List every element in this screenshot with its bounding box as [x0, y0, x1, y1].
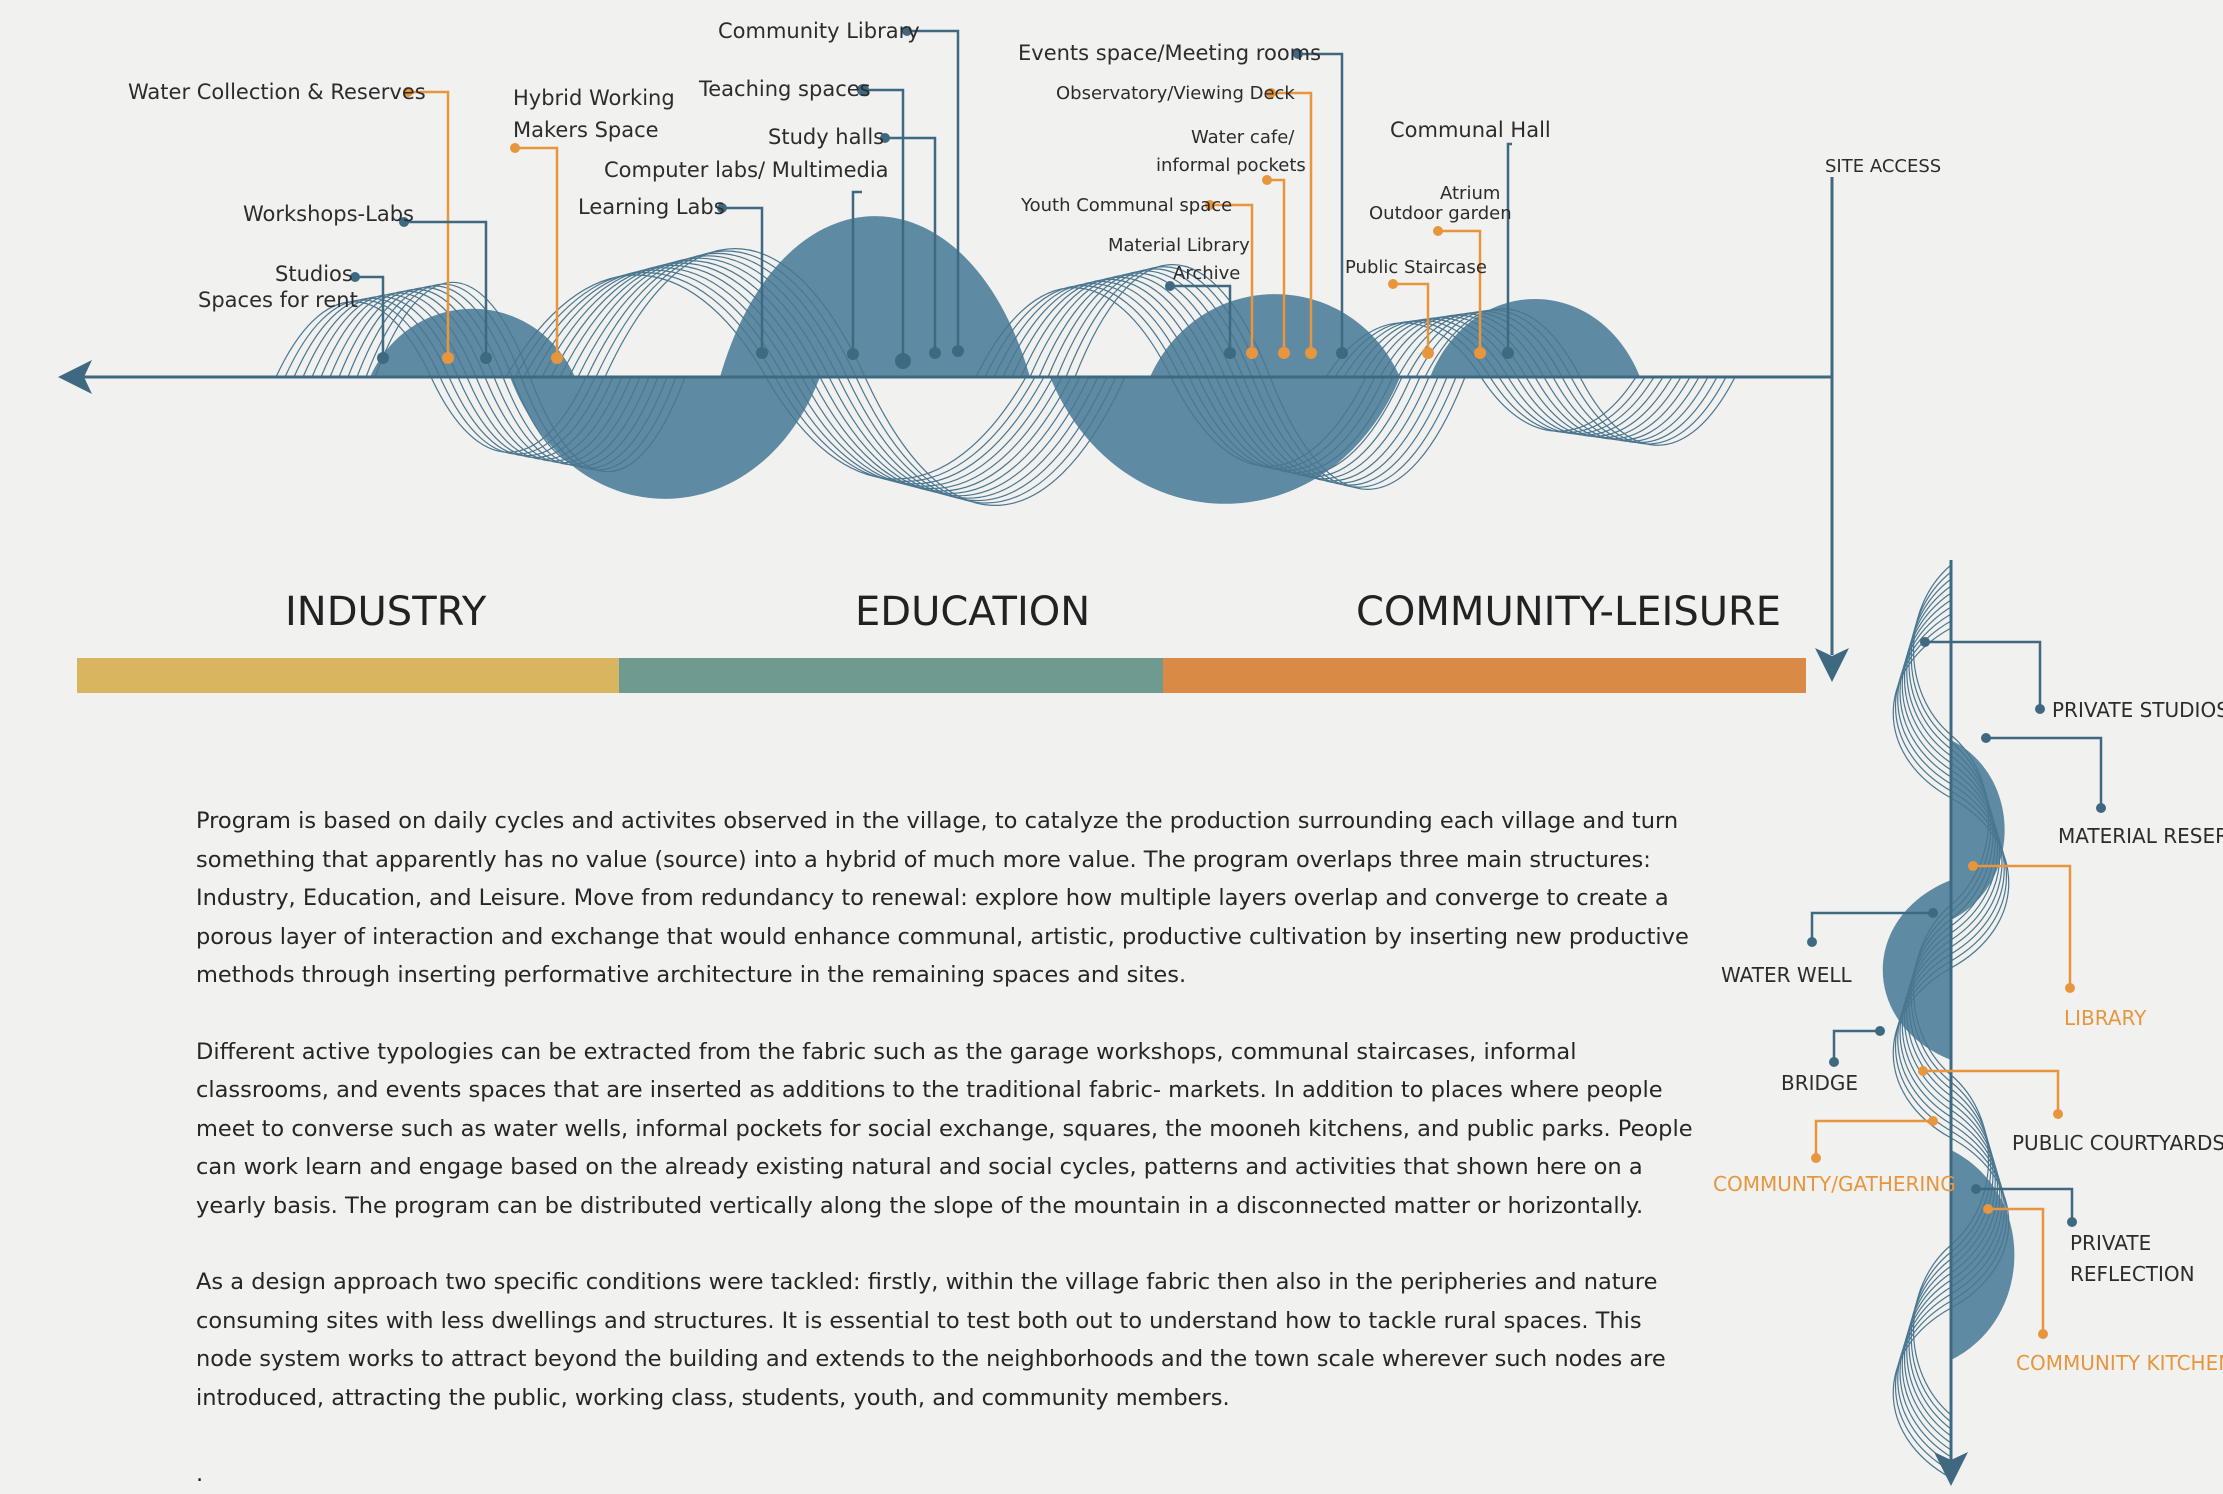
label-material-reserve: MATERIAL RESERVE: [2058, 824, 2223, 848]
vertical-strand: [1897, 613, 2005, 1465]
label-hybrid-working: Hybrid Working: [513, 86, 675, 110]
label-private-reflection-2: REFLECTION: [2070, 1262, 2195, 1286]
vertical-wave: [1882, 560, 2015, 1486]
vertical-leaders: [1807, 637, 2106, 1339]
label-public-staircase: Public Staircase: [1345, 257, 1487, 278]
section-community-leisure: COMMUNITY-LEISURE: [1356, 589, 1781, 635]
program-color-bar: [77, 658, 1806, 693]
label-atrium: Atrium: [1440, 183, 1500, 204]
label-learning-labs: Learning Labs: [578, 195, 725, 219]
label-study-halls: Study halls: [768, 125, 884, 149]
vertical-strand: [1901, 599, 2001, 1451]
vertical-arrow-icon: [1934, 1452, 1968, 1486]
label-studios: Studios: [275, 262, 353, 286]
bar-community: [1163, 658, 1806, 693]
label-water-collection: Water Collection & Reserves: [128, 80, 426, 104]
label-library: LIBRARY: [2064, 1006, 2147, 1030]
label-water-well: WATER WELL: [1721, 963, 1852, 987]
section-titles: INDUSTRY EDUCATION COMMUNITY-LEISURE: [285, 589, 1781, 635]
site-access-arrow-icon: [1815, 648, 1849, 682]
label-makers-space: Makers Space: [513, 118, 659, 142]
section-education: EDUCATION: [855, 589, 1090, 635]
label-private-reflection-1: PRIVATE: [2070, 1231, 2151, 1255]
label-water-cafe: Water cafe/: [1191, 127, 1295, 148]
vertical-strand: [1899, 606, 2003, 1458]
vertical-labels: PRIVATE STUDIOS MATERIAL RESERVE LIBRARY…: [1713, 698, 2223, 1375]
horizontal-leaders: [350, 26, 1514, 369]
label-community-gathering: COMMUNTY/GATHERING: [1713, 1172, 1956, 1196]
axis-arrow-left-icon: [58, 360, 92, 394]
label-observatory: Observatory/Viewing Deck: [1056, 83, 1295, 104]
vertical-strand: [1892, 627, 2010, 1479]
label-private-studios: PRIVATE STUDIOS: [2052, 698, 2223, 722]
description-text: Program is based on daily cycles and act…: [196, 802, 1696, 1494]
label-community-kitchen: COMMUNITY KITCHEN: [2016, 1351, 2223, 1375]
label-public-courtyards: PUBLIC COURTYARDS: [2012, 1131, 2223, 1155]
wave-lobe-fill: [510, 377, 820, 499]
vertical-strand: [1903, 592, 1999, 1444]
label-workshops-labs: Workshops-Labs: [243, 202, 414, 226]
label-youth-communal: Youth Communal space: [1020, 195, 1232, 216]
label-informal-pockets: informal pockets: [1156, 155, 1306, 176]
horizontal-labels: Water Collection & Reserves Hybrid Worki…: [128, 19, 1941, 312]
label-communal-hall: Communal Hall: [1390, 118, 1551, 142]
wave-lobe-fill: [1150, 294, 1400, 377]
paragraph-3: As a design approach two specific condit…: [196, 1269, 1666, 1411]
vertical-strand: [1894, 620, 2008, 1472]
vertical-strand: [1906, 585, 1996, 1437]
label-spaces-for-rent: Spaces for rent: [198, 288, 358, 312]
section-industry: INDUSTRY: [285, 589, 487, 635]
bar-education: [619, 658, 1163, 693]
label-bridge: BRIDGE: [1781, 1071, 1858, 1095]
wave-lobe-fill: [1050, 377, 1400, 504]
trailing-mark: .: [196, 1461, 204, 1487]
vertical-strand: [1913, 564, 1989, 1416]
label-events-space: Events space/Meeting rooms: [1018, 41, 1321, 65]
label-outdoor-garden: Outdoor garden: [1369, 203, 1512, 224]
label-computer-labs: Computer labs/ Multimedia: [604, 158, 889, 182]
label-material-library: Material Library: [1108, 235, 1250, 256]
label-community-library: Community Library: [718, 19, 920, 43]
label-archive: Archive: [1173, 263, 1240, 284]
vertical-lobe-fill: [1951, 1150, 2015, 1360]
horizontal-wave: [58, 177, 1849, 682]
vertical-lobe-fill: [1951, 740, 2005, 920]
label-site-access: SITE ACCESS: [1825, 156, 1941, 177]
vertical-strands: [1892, 564, 2010, 1479]
paragraph-2: Different active typologies can be extra…: [196, 1038, 1693, 1219]
bar-industry: [77, 658, 619, 693]
label-teaching-spaces: Teaching spaces: [698, 77, 871, 101]
paragraph-1: Program is based on daily cycles and act…: [196, 808, 1689, 988]
